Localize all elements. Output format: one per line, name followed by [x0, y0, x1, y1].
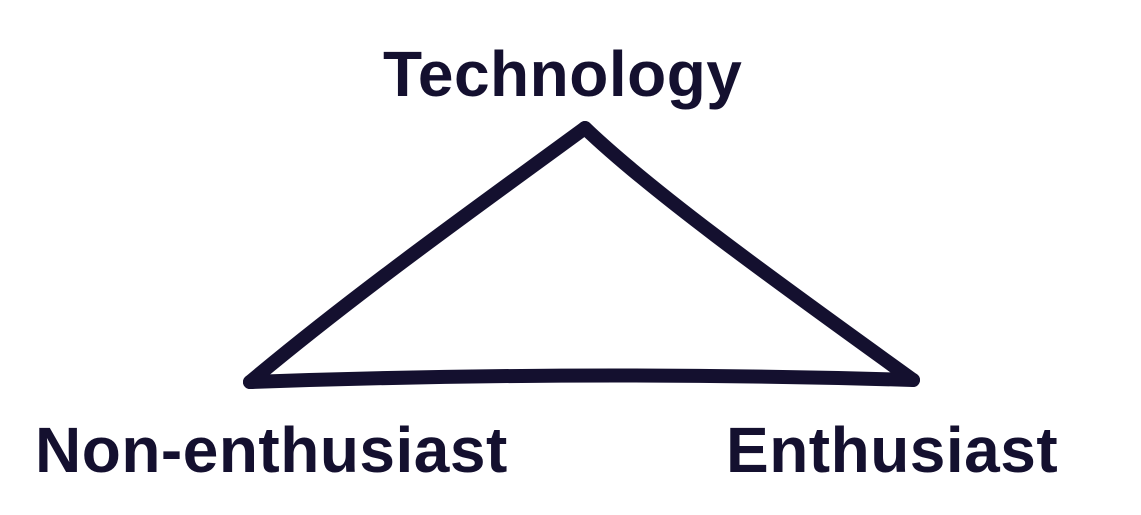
triangle-left-edge [243, 121, 592, 389]
label-non-enthusiast: Non-enthusiast [35, 414, 508, 486]
label-technology: Technology [383, 38, 743, 110]
triangle-base-edge [243, 368, 920, 389]
triangle-right-edge [578, 121, 920, 387]
label-enthusiast: Enthusiast [726, 414, 1059, 486]
